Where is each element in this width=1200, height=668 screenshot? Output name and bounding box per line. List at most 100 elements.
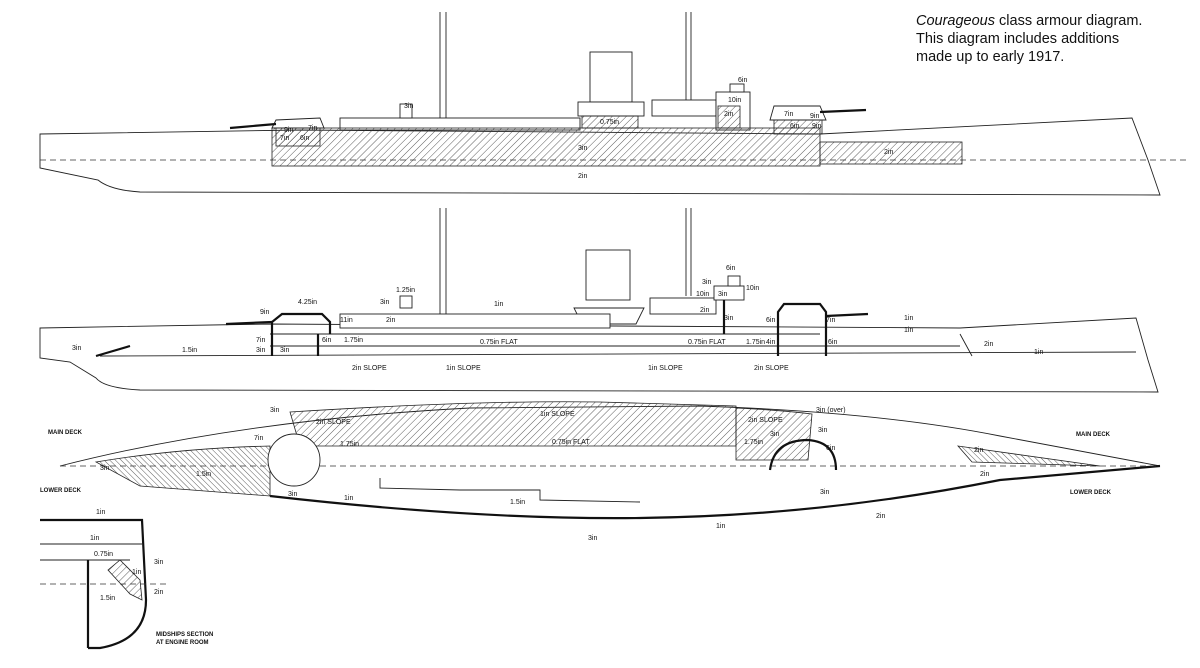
aft-bulkhead (959, 333, 973, 357)
section-label: 0.75in FLAT (480, 339, 518, 346)
plan-label: 1.75in (744, 439, 763, 446)
plan-label: 2in (980, 471, 989, 478)
plan-label: MAIN DECK (48, 430, 83, 436)
profile-label: 6in (738, 77, 747, 84)
midships-title: AT ENGINE ROOM (156, 640, 209, 646)
plan-label: 3in (over) (816, 407, 846, 414)
section-label: 4in (766, 339, 775, 346)
midships-label: 1in (90, 535, 99, 542)
section-label: 6in (766, 317, 775, 324)
profile-label: 9in (812, 123, 821, 130)
caption-line-3: made up to early 1917. (916, 49, 1065, 65)
profile-label: 7in (308, 125, 317, 132)
section-aft-superstructure (649, 297, 717, 315)
plan-label: LOWER DECK (1070, 490, 1112, 496)
section-aft-guns (825, 312, 869, 318)
profile-label: 2in (578, 173, 587, 180)
section-hull (39, 317, 1159, 393)
profile-label: 2in (724, 111, 733, 118)
section-label: 1in (1034, 349, 1043, 356)
midships-section: 1in 1in 0.75in 3in 1in 1.5in 2in MIDSHIP… (40, 509, 213, 650)
plan-label: 3in (288, 491, 297, 498)
section-label: 3in (702, 279, 711, 286)
plan-label: 3in (100, 465, 109, 472)
section-label: 6in (322, 337, 331, 344)
plan-label: 1.75in (340, 441, 359, 448)
plan-deck-armour (289, 401, 737, 447)
deck-plan: MAIN DECK LOWER DECK MAIN DECK LOWER DEC… (40, 401, 1161, 542)
section-label: 3in (718, 291, 727, 298)
plan-label: 3in (770, 431, 779, 438)
plan-fore-barbette (267, 433, 321, 487)
section-superstructure (339, 313, 611, 329)
section-label: 11in (340, 317, 353, 324)
section-control-tower (399, 295, 413, 309)
section-label: 3in (72, 345, 81, 352)
section-label: 0.75in FLAT (688, 339, 726, 346)
section-label: 3in (256, 347, 265, 354)
plan-lower-deck-outline (269, 464, 1161, 520)
plan-label: 3in (818, 427, 827, 434)
ship-class-name: Courageous (916, 13, 995, 29)
plan-stern-armour (956, 445, 1101, 467)
profile-label: 6in (790, 123, 799, 130)
plan-label: 7in (254, 435, 263, 442)
midships-outline (40, 518, 148, 650)
section-label: 4.25in (298, 299, 317, 306)
section-label: 1.75in (344, 337, 363, 344)
aft-guns (819, 108, 867, 114)
profile-label: 3in (404, 103, 413, 110)
section-label: 1in (904, 315, 913, 322)
profile-label: 7in (784, 111, 793, 118)
plan-label: 1in (716, 523, 725, 530)
fore-deck-armour (95, 344, 131, 358)
section-label: 1.25in (396, 287, 415, 294)
plan-label: 2in (876, 513, 885, 520)
section-label: 3in (280, 347, 289, 354)
plan-label: 6in (826, 445, 835, 452)
funnel-base (577, 101, 645, 117)
profile-label: 2in (884, 149, 893, 156)
plan-label: LOWER DECK (40, 488, 82, 494)
aft-superstructure (651, 99, 717, 117)
plan-aft-armour (735, 407, 813, 461)
caption-line-1: class armour diagram. (995, 13, 1143, 29)
section-label: 1in (494, 301, 503, 308)
profile-hull (39, 117, 1161, 196)
section-label: 9in (260, 309, 269, 316)
section-funnel (585, 249, 631, 301)
plan-label: 1.5in (510, 499, 525, 506)
profile-label: 9in (810, 113, 819, 120)
section-label: 1in SLOPE (446, 365, 481, 372)
plan-fore-armour (94, 445, 271, 497)
section-label: 3in (380, 299, 389, 306)
funnel (589, 51, 633, 103)
section-label: 1in (904, 327, 913, 334)
plan-label: 2in SLOPE (316, 419, 351, 426)
section-label: 2in (984, 341, 993, 348)
section-label: 6in (828, 339, 837, 346)
section-label: 2in (386, 317, 395, 324)
section-fore-turret (270, 312, 332, 356)
midships-label: 3in (154, 559, 163, 566)
longitudinal-section: 1.25in 4.25in 9in 3in 11in 2in 1in 6in 3… (39, 208, 1159, 393)
fore-guns (229, 122, 277, 130)
section-label: 3in (724, 315, 733, 322)
section-label: 7in (256, 337, 265, 344)
section-label: 6in (726, 265, 735, 272)
aft-barbette (773, 119, 823, 135)
plan-aft-barbette (768, 438, 838, 471)
section-aft-turret (776, 302, 828, 356)
profile-label: 7in (280, 135, 289, 142)
plan-label: 1in SLOPE (540, 411, 575, 418)
fore-control-tower (399, 103, 413, 119)
plan-label: MAIN DECK (1076, 432, 1111, 438)
fore-barbette (275, 127, 321, 147)
plan-label: 1.5in (196, 471, 211, 478)
plan-inner-bulkhead (379, 478, 641, 503)
section-ct-hood (727, 275, 741, 287)
section-label: 1.75in (746, 339, 765, 346)
profile-label: 6in (300, 135, 309, 142)
